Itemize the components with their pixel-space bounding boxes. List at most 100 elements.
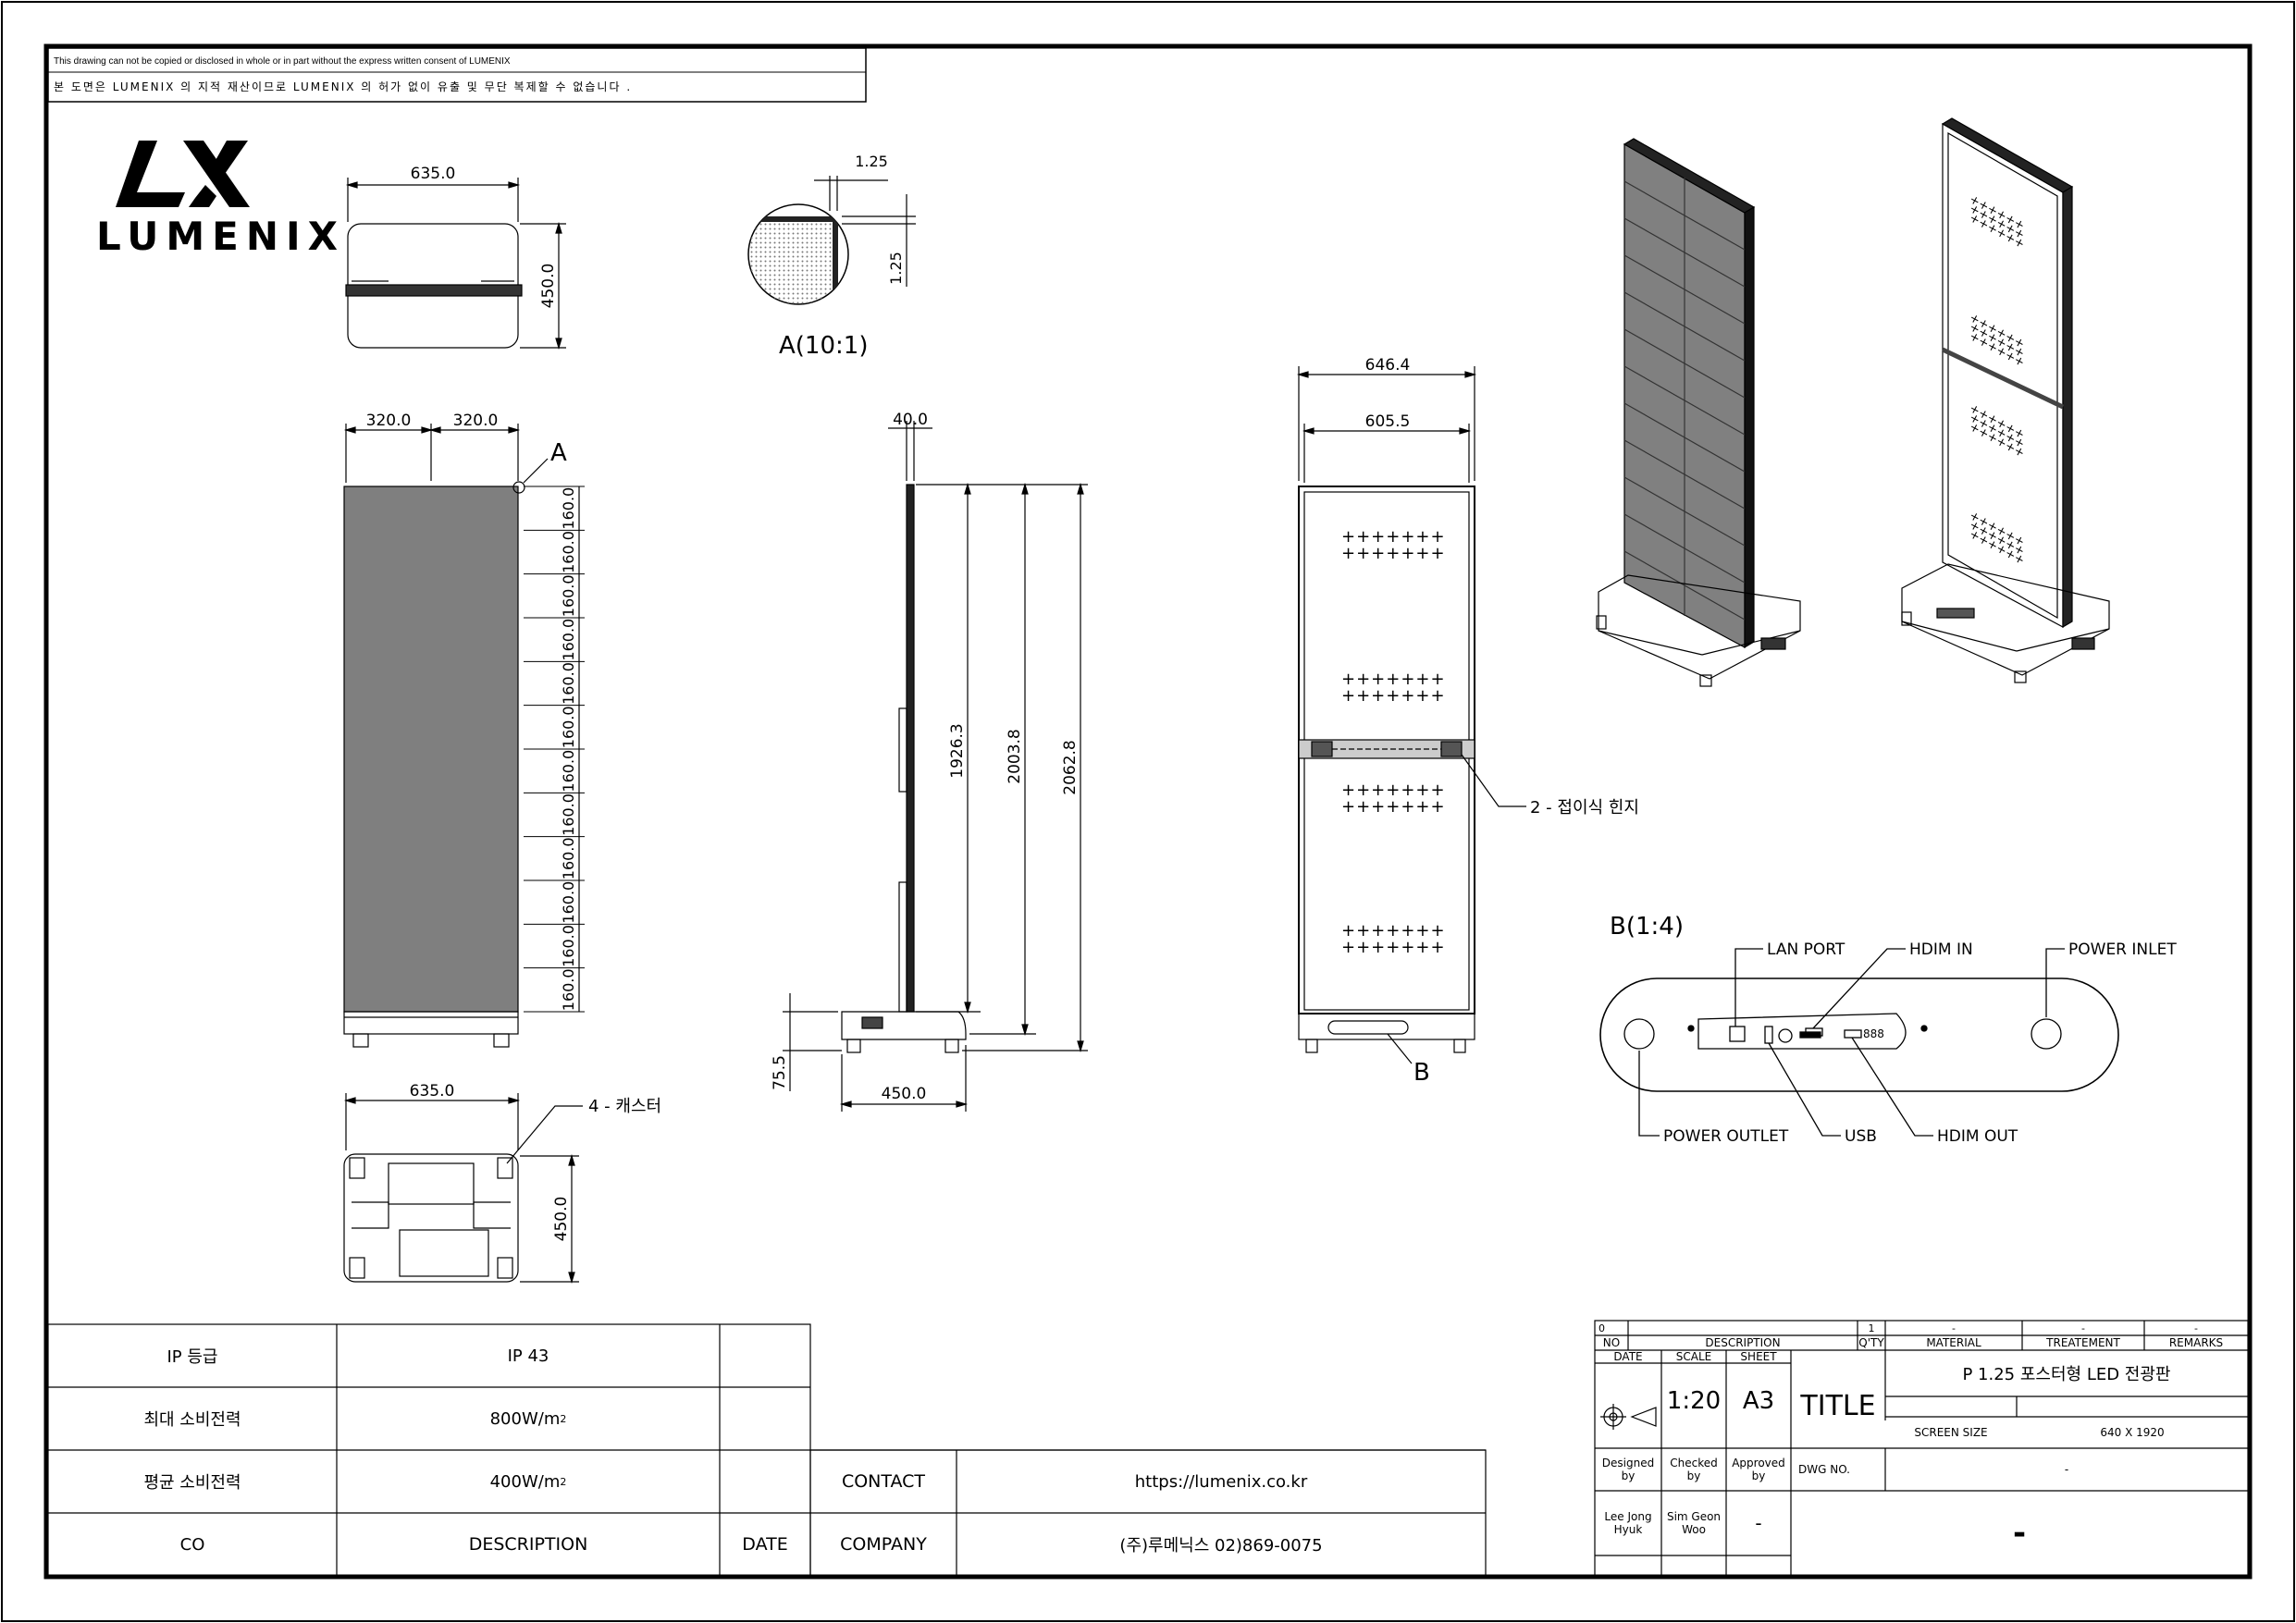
tb-description-header: DESCRIPTION: [1705, 1336, 1781, 1349]
module-height-dim: 160.0: [560, 662, 577, 705]
callout-b: B: [1413, 1059, 1430, 1087]
tb-no-header: NO: [1602, 1336, 1621, 1349]
lan-port-label: LAN PORT: [1767, 941, 1845, 959]
mounting-cross-row: +++++++: [1341, 670, 1446, 689]
module-height-dim: 160.0: [560, 837, 577, 879]
mounting-cross-row: +++++++: [1341, 921, 1446, 941]
logo-wordmark: LUMENIX: [96, 214, 345, 259]
caster-top-left: [349, 1157, 365, 1179]
power-inlet-label: POWER INLET: [2068, 941, 2177, 959]
detail-b-view: B(1:4) 888 LAN PORT HDIM IN POWER INLET …: [1599, 913, 2177, 1146]
lumenix-logo: LUMENIX: [96, 141, 345, 259]
tb-checker-name: Sim Geon Woo: [1666, 1510, 1722, 1536]
hdmi-out-label: HDIM OUT: [1937, 1127, 2018, 1146]
module-height-chain: 160.0160.0160.0160.0160.0160.0160.0160.0…: [524, 486, 585, 1013]
usb-port: [1764, 1026, 1773, 1044]
mounting-cross-row: +++++++: [1341, 544, 1446, 563]
title-block-grid: [1594, 1320, 2249, 1577]
tb-material-header: MATERIAL: [1926, 1336, 1981, 1349]
module-height-dim: 160.0: [560, 925, 577, 967]
spec-footer-co: CO: [179, 1534, 205, 1555]
isometric-back-view: ++++++++++++++++++++++++++++++++++++++++…: [1901, 117, 2110, 683]
tb-scale-value: 1:20: [1666, 1387, 1722, 1415]
module-height-dim: 160.0: [560, 574, 577, 617]
spec-value-max-power-exp: 2: [560, 1412, 567, 1425]
bottom-width-dim: 635.0: [410, 1082, 455, 1100]
notice-korean: 본 도면은 LUMENIX 의 지적 재산이므로 LUMENIX 의 허가 없이…: [54, 80, 632, 93]
detail-a-dim-horizontal: 1.25: [855, 153, 888, 170]
top-depth-dim: 450.0: [539, 264, 558, 309]
detail-a-view: 1.25 1.25 A(10:1): [747, 153, 916, 360]
power-outlet-label: POWER OUTLET: [1663, 1127, 1789, 1146]
module-height-dim: 160.0: [560, 619, 577, 661]
lan-port: [1729, 1026, 1746, 1042]
company-phone: (주)루메닉스 02)869-0075: [1119, 1536, 1323, 1555]
company-label: COMPANY: [840, 1534, 927, 1555]
tb-remarks-header: REMARKS: [2168, 1336, 2224, 1349]
tb-designed-header: Designed by: [1601, 1457, 1655, 1482]
mounting-cross-row: +++++++: [1341, 781, 1446, 800]
bottom-depth-dim: 450.0: [552, 1197, 571, 1242]
power-outlet-socket: [1623, 1018, 1655, 1050]
side-height-1: 1926.3: [948, 723, 967, 778]
tb-qty-value: 1: [1868, 1322, 1875, 1334]
side-height-3: 2062.8: [1061, 740, 1080, 794]
hdmi-in-port: [1805, 1027, 1823, 1037]
front-view: 320.0 320.0 A 160.0160.0160.0160.0160.01…: [343, 412, 585, 1048]
tb-title-header: TITLE: [1800, 1389, 1876, 1422]
notice-english: This drawing can not be copied or disclo…: [54, 56, 511, 67]
module-height-dim: 160.0: [560, 750, 577, 793]
status-display: 888: [1863, 1027, 1884, 1040]
detail-a-dim-vertical: 1.25: [887, 252, 905, 285]
module-height-dim: 160.0: [560, 531, 577, 573]
usb-label: USB: [1845, 1127, 1877, 1146]
side-base-depth-dim: 450.0: [882, 1085, 927, 1103]
tb-material-value: -: [1952, 1322, 1956, 1334]
tb-screen-size-value: 640 X 1920: [2100, 1426, 2165, 1439]
spec-table-grid: [47, 1323, 1487, 1577]
module-height-dim: 160.0: [560, 487, 577, 530]
drawing-frame: [43, 43, 2253, 1580]
module-height-dim: 160.0: [560, 793, 577, 836]
side-view: 40.0 1926.3 2003.8 2062.8 75.5 450.0: [771, 411, 1088, 1112]
contact-url[interactable]: https://lumenix.co.kr: [1134, 1471, 1308, 1492]
hinge-right: [1440, 741, 1463, 757]
side-height-2: 2003.8: [1006, 729, 1024, 783]
tb-qty-header: Q'TY: [1858, 1336, 1884, 1349]
tb-screen-size-header: SCREEN SIZE: [1914, 1426, 1988, 1439]
tb-scale-header: SCALE: [1675, 1350, 1712, 1363]
spec-label-avg-power: 평균 소비전력: [143, 1473, 241, 1493]
tb-sheet-value: A3: [1742, 1387, 1775, 1415]
back-inner-width-dim: 605.5: [1365, 412, 1411, 431]
detail-a-title: A(10:1): [779, 332, 868, 360]
contact-label: CONTACT: [841, 1471, 926, 1492]
caster-bottom-left: [349, 1257, 365, 1279]
tb-remarks-value: -: [2194, 1322, 2198, 1334]
back-view: ++++++++++++++++++++++++++++++++++++++++…: [1296, 356, 1639, 1087]
hinge-note: 2 - 접이식 힌지: [1530, 798, 1639, 818]
caster-bottom-right: [497, 1257, 513, 1279]
isometric-front-view: [1596, 138, 1801, 687]
copyright-notice: This drawing can not be copied or disclo…: [47, 47, 867, 103]
mounting-cross-row: +++++++: [1341, 797, 1446, 817]
tb-title-value: P 1.25 포스터형 LED 전광판: [1962, 1365, 2171, 1384]
side-base-height-dim: 75.5: [771, 1055, 789, 1090]
module-height-dim: 160.0: [560, 881, 577, 924]
module-height-dim: 160.0: [560, 706, 577, 748]
projection-symbol: [1600, 1404, 1657, 1430]
hdmi-out-port: [1844, 1029, 1862, 1039]
tb-dwg-header: DWG NO.: [1798, 1463, 1850, 1476]
tb-drawing-number-large: -: [2012, 1515, 2027, 1552]
tb-dwg-value: -: [2064, 1463, 2069, 1476]
detail-b-title: B(1:4): [1610, 913, 1684, 941]
caster-top-right: [497, 1157, 513, 1179]
back-mounting-marks: ++++++++++++++++++++++++++++++++++++++++…: [1341, 527, 1446, 957]
callout-a: A: [550, 439, 567, 467]
caster-note: 4 - 캐스터: [588, 1097, 661, 1116]
hdmi-in-label: HDIM IN: [1909, 941, 1973, 959]
tb-designer-name: Lee Jong Hyuk: [1604, 1510, 1652, 1536]
front-left-half-dim: 320.0: [366, 412, 412, 430]
tb-treatment-header: TREATEMENT: [2046, 1336, 2120, 1349]
